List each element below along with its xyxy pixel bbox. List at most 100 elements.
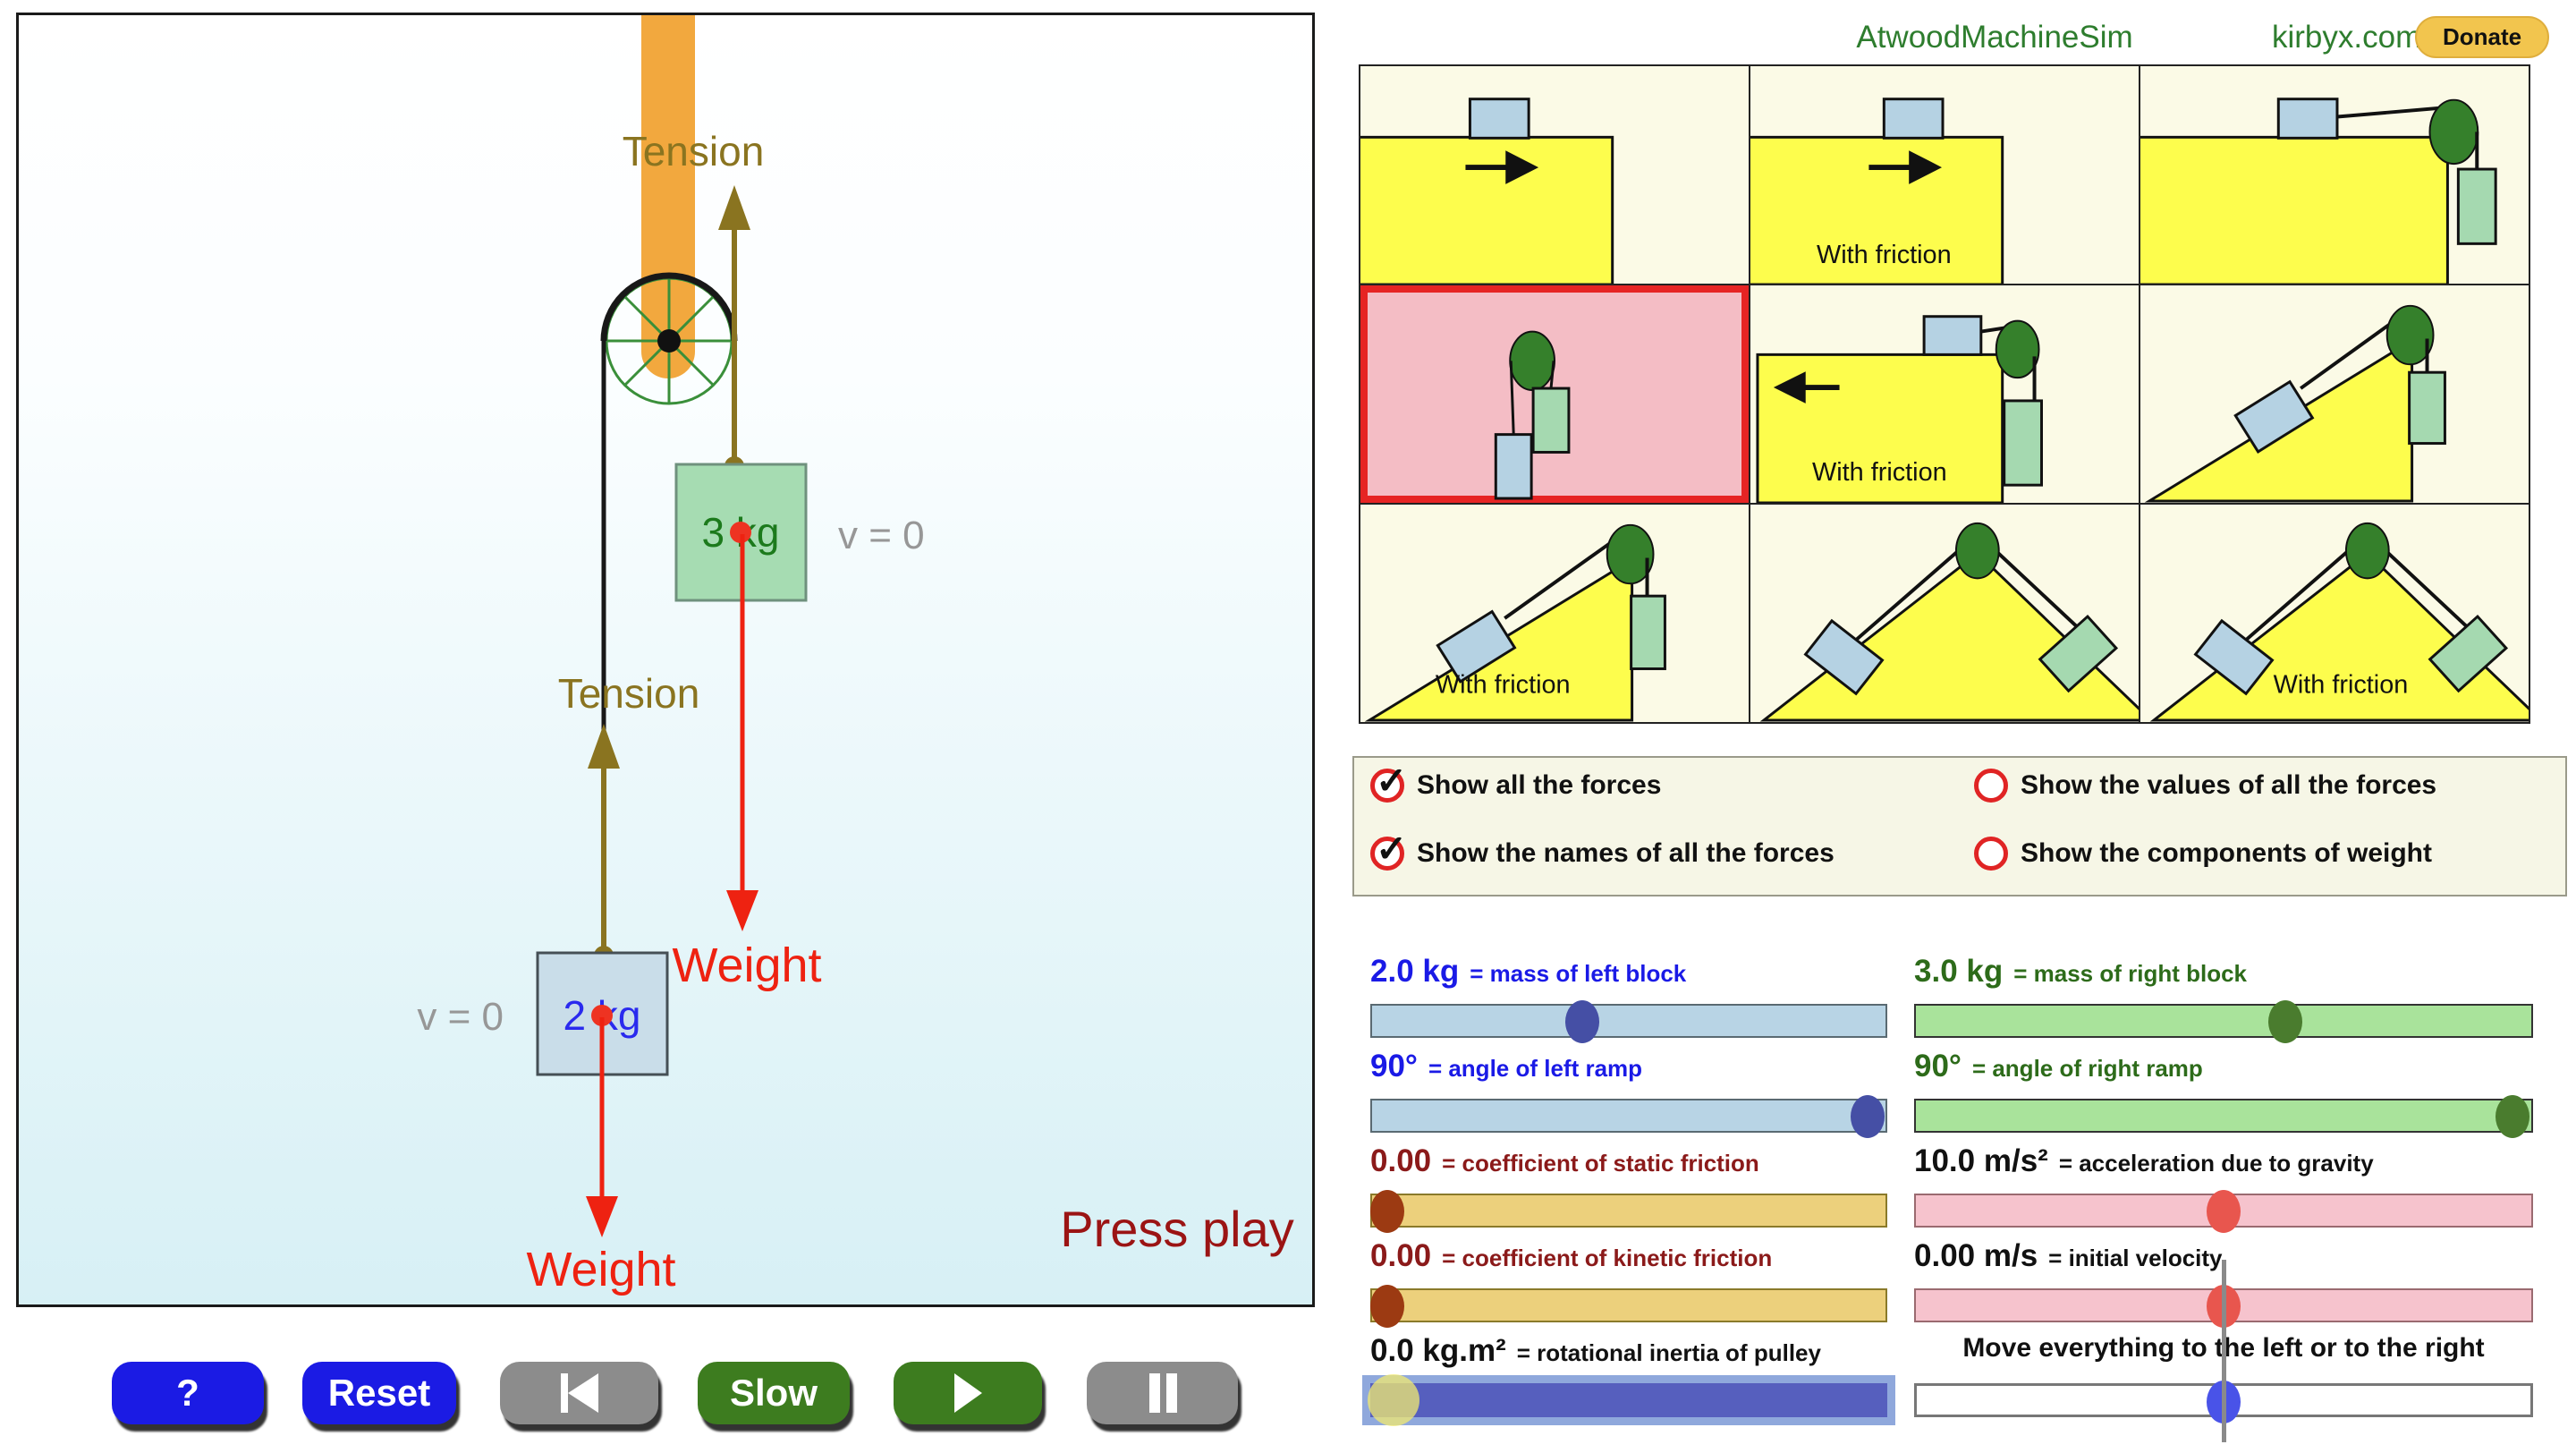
rope-arch [600,272,738,342]
angle-left-desc: = angle of left ramp [1428,1055,1643,1082]
gravity-label: 10.0 m/s² = acceleration due to gravity [1914,1143,2533,1183]
scenario-double-incline-friction[interactable]: With friction [2140,505,2529,722]
weight-label-right: Weight [672,939,821,992]
check-mark-icon: ✓ [1376,760,1408,802]
gravity-value: 10.0 m/s² [1914,1143,2048,1178]
tension-label-left: Tension [558,670,700,717]
angle-left-slider-thumb[interactable] [1850,1095,1885,1138]
rotational-inertia-label: 0.0 kg.m² = rotational inertia of pulley [1370,1333,1887,1372]
initial-velocity-label: 0.00 m/s = initial velocity [1914,1238,2533,1278]
right-block-velocity-label: v = 0 [838,514,925,557]
angle-left-value: 90° [1370,1049,1418,1083]
mass-left-slider[interactable] [1370,1000,1887,1043]
scenario-table-friction[interactable]: With friction [1750,66,2139,284]
mass-left-desc: = mass of left block [1470,960,1687,987]
left-slider-column: 2.0 kg = mass of left block 90° = angle … [1362,954,1895,1428]
slow-button[interactable]: Slow [698,1362,850,1424]
unchecked-circle-icon [1974,769,2008,803]
pause-button[interactable] [1087,1362,1238,1424]
scenario-atwood-selected[interactable] [1360,285,1749,503]
scenario-thumbnail [1360,98,1614,284]
scenario-table-edge-pulley[interactable] [2140,66,2529,284]
option-show-all-forces[interactable]: ✓ Show all the forces [1370,762,1661,803]
mass-left-value: 2.0 kg [1370,954,1460,989]
static-friction-value: 0.00 [1370,1143,1432,1178]
mass-left-label: 2.0 kg = mass of left block [1370,954,1887,993]
kinetic-friction-label: 0.00 = coefficient of kinetic friction [1370,1238,1887,1278]
mass-right-slider-thumb[interactable] [2267,1000,2302,1043]
reset-button-label: Reset [327,1372,431,1414]
step-back-button[interactable] [500,1362,658,1424]
tension-arrow-right [718,185,750,464]
right-block-center-dot [730,522,751,543]
kinetic-friction-slider[interactable] [1370,1285,1887,1328]
mass-right-desc: = mass of right block [2013,960,2248,987]
play-button[interactable] [894,1362,1042,1424]
simulation-canvas: Tension 3 kg v = 0 Weight Tension 2 kg [16,13,1315,1307]
slow-button-label: Slow [729,1372,818,1414]
center-guide-line [2222,1260,2226,1442]
initial-velocity-value: 0.00 m/s [1914,1238,2038,1273]
pulley-axle [657,329,681,353]
left-block-velocity-label: v = 0 [417,995,504,1039]
donate-button[interactable]: Donate [2415,16,2549,58]
option-show-force-names[interactable]: ✓ Show the names of all the forces [1370,830,1835,871]
option-show-force-values[interactable]: Show the values of all the forces [1974,769,2436,803]
scenario-thumbnail [1759,522,2139,722]
scenario-table-edge-pulley-friction[interactable]: With friction [1750,285,2139,503]
rotational-inertia-desc: = rotational inertia of pulley [1516,1339,1821,1366]
left-block-center-dot [591,1005,613,1026]
scenario-thumbnail: With friction [1750,98,2004,284]
scenario-thumbnail: With friction [2149,522,2529,722]
app-title: AtwoodMachineSim [1856,20,2133,55]
checked-circle-icon: ✓ [1370,762,1407,803]
help-button-label: ? [176,1372,199,1414]
scenario-thumbnail: With friction [1756,315,2043,503]
unchecked-circle-icon [1974,837,2008,871]
scenario-double-incline[interactable] [1750,505,2139,722]
scenario-incline-pulley-friction[interactable]: With friction [1360,505,1749,722]
rotational-inertia-slider[interactable] [1362,1374,1895,1426]
press-play-hint: Press play [1060,1201,1293,1257]
kinetic-friction-desc: = coefficient of kinetic friction [1442,1245,1773,1271]
scenario-table-frictionless[interactable] [1360,66,1749,284]
site-link[interactable]: kirbyx.com [2272,20,2422,55]
mass-right-value: 3.0 kg [1914,954,2004,989]
mass-right-slider[interactable] [1914,1000,2533,1043]
with-friction-label: With friction [1812,458,1947,487]
static-friction-slider[interactable] [1370,1190,1887,1233]
help-button[interactable]: ? [112,1362,264,1424]
mass-right-label: 3.0 kg = mass of right block [1914,954,2533,993]
angle-right-desc: = angle of right ramp [1971,1055,2203,1082]
static-friction-slider-thumb[interactable] [1370,1190,1405,1233]
check-mark-icon: ✓ [1376,828,1408,870]
with-friction-label: With friction [2274,670,2409,699]
angle-right-slider[interactable] [1914,1095,2533,1138]
initial-velocity-desc: = initial velocity [2048,1245,2223,1271]
skip-back-icon [560,1373,598,1413]
reset-button[interactable]: Reset [302,1362,456,1424]
simulation-drawing: Tension 3 kg v = 0 Weight Tension 2 kg [19,15,1312,1304]
with-friction-label: With friction [1817,241,1952,269]
static-friction-desc: = coefficient of static friction [1442,1150,1759,1177]
weight-label-left: Weight [526,1243,675,1296]
mass-left-slider-thumb[interactable] [1565,1000,1600,1043]
force-display-options-panel: ✓ Show all the forces Show the values of… [1352,756,2567,896]
kinetic-friction-slider-thumb[interactable] [1370,1285,1405,1328]
scenario-thumbnail [1494,330,1571,500]
angle-right-slider-thumb[interactable] [2496,1095,2530,1138]
scenario-thumbnail [2144,304,2446,503]
scenario-grid: With friction [1359,64,2530,724]
scenario-incline-pulley[interactable] [2140,285,2529,503]
pulley-support-post [641,15,695,378]
gravity-slider-thumb[interactable] [2207,1190,2241,1233]
option-show-weight-components[interactable]: Show the components of weight [1974,837,2432,871]
angle-left-slider[interactable] [1370,1095,1887,1138]
gravity-slider[interactable] [1914,1190,2533,1233]
donate-button-label: Donate [2442,23,2522,50]
rotational-inertia-slider-thumb[interactable] [1368,1374,1420,1426]
scenario-thumbnail: With friction [1364,523,1666,722]
angle-right-label: 90° = angle of right ramp [1914,1049,2533,1088]
option-label: Show the values of all the forces [2021,770,2437,800]
